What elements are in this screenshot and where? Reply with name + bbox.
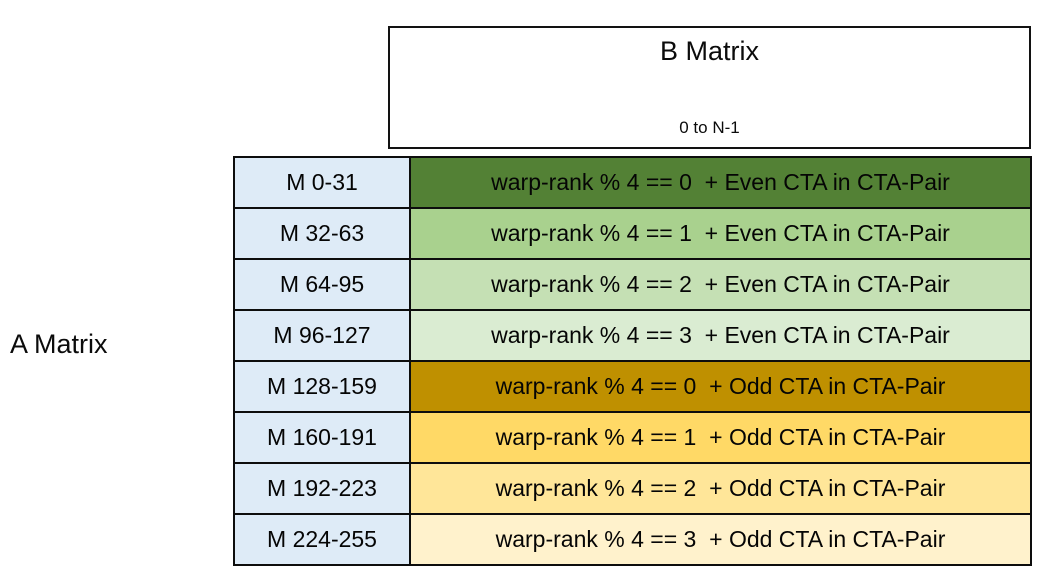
assignment-cell: warp-rank % 4 == 3 + Even CTA in CTA-Pai… <box>409 309 1032 362</box>
m-range-cell: M 128-159 <box>233 360 411 413</box>
m-range-cell: M 0-31 <box>233 156 411 209</box>
assignment-cell: warp-rank % 4 == 1 + Even CTA in CTA-Pai… <box>409 207 1032 260</box>
table-row: M 0-31 warp-rank % 4 == 0 + Even CTA in … <box>233 156 1032 209</box>
table-row: M 32-63 warp-rank % 4 == 1 + Even CTA in… <box>233 207 1032 260</box>
m-range-cell: M 192-223 <box>233 462 411 515</box>
table-row: M 128-159 warp-rank % 4 == 0 + Odd CTA i… <box>233 360 1032 413</box>
a-matrix-label: A Matrix <box>10 329 108 359</box>
b-matrix-box: B Matrix 0 to N-1 <box>388 26 1031 149</box>
table-row: M 160-191 warp-rank % 4 == 1 + Odd CTA i… <box>233 411 1032 464</box>
table-row: M 192-223 warp-rank % 4 == 2 + Odd CTA i… <box>233 462 1032 515</box>
assignment-cell: warp-rank % 4 == 3 + Odd CTA in CTA-Pair <box>409 513 1032 566</box>
assignment-cell: warp-rank % 4 == 2 + Odd CTA in CTA-Pair <box>409 462 1032 515</box>
table-row: M 64-95 warp-rank % 4 == 2 + Even CTA in… <box>233 258 1032 311</box>
table-row: M 96-127 warp-rank % 4 == 3 + Even CTA i… <box>233 309 1032 362</box>
b-matrix-title: B Matrix <box>659 36 759 66</box>
m-range-mapping-table: M 0-31 warp-rank % 4 == 0 + Even CTA in … <box>233 156 1032 566</box>
assignment-cell: warp-rank % 4 == 0 + Even CTA in CTA-Pai… <box>409 156 1032 209</box>
b-matrix-range-label: 0 to N-1 <box>679 118 740 137</box>
m-range-cell: M 224-255 <box>233 513 411 566</box>
assignment-cell: warp-rank % 4 == 2 + Even CTA in CTA-Pai… <box>409 258 1032 311</box>
table-row: M 224-255 warp-rank % 4 == 3 + Odd CTA i… <box>233 513 1032 566</box>
m-range-cell: M 64-95 <box>233 258 411 311</box>
assignment-cell: warp-rank % 4 == 0 + Odd CTA in CTA-Pair <box>409 360 1032 413</box>
m-range-cell: M 96-127 <box>233 309 411 362</box>
m-range-cell: M 32-63 <box>233 207 411 260</box>
assignment-cell: warp-rank % 4 == 1 + Odd CTA in CTA-Pair <box>409 411 1032 464</box>
m-range-cell: M 160-191 <box>233 411 411 464</box>
